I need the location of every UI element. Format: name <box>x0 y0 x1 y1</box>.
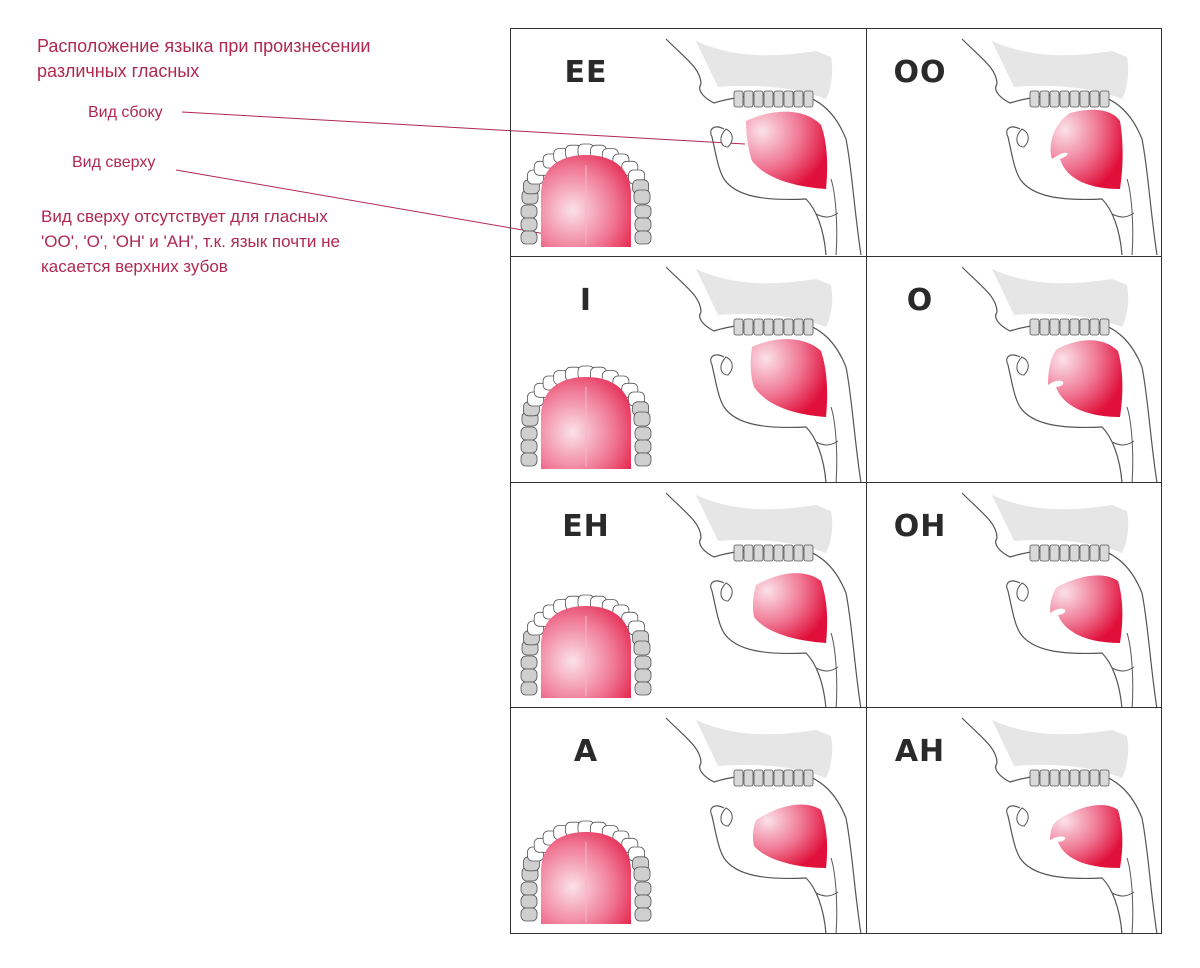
note-text: Вид сверху отсутствует для гласных 'OO',… <box>41 207 340 276</box>
top-view-illustration <box>520 594 652 698</box>
vowel-cell-ah: AH <box>867 708 1162 933</box>
vowel-cell-a: A <box>511 708 867 933</box>
side-view-illustration <box>665 717 862 933</box>
top-view-label: Вид сверху <box>72 154 156 171</box>
vowel-label: A <box>573 734 599 769</box>
side-view-illustration <box>665 38 862 255</box>
vowel-label: EE <box>564 55 608 90</box>
side-view-illustration <box>961 492 1158 707</box>
vowel-label: OH <box>893 509 947 544</box>
vowel-label: EH <box>562 509 610 544</box>
side-view-illustration <box>961 717 1158 933</box>
side-view-illustration <box>961 266 1158 482</box>
side-view-illustration <box>961 38 1158 255</box>
vowel-label: AH <box>894 734 946 769</box>
vowel-label: OO <box>893 55 947 90</box>
side-view-illustration <box>665 492 862 707</box>
diagram-title: Расположение языка при произнесении разл… <box>37 36 371 81</box>
vowel-label: O <box>906 283 934 318</box>
top-view-illustration <box>520 365 652 469</box>
vowel-cell-oo: OO <box>867 29 1162 257</box>
vowel-cell-oh: OH <box>867 483 1162 708</box>
vowel-cell-i: I <box>511 257 867 483</box>
side-view-illustration <box>665 266 862 482</box>
vowel-cell-ee: EE <box>511 29 867 257</box>
side-view-label: Вид сбоку <box>88 104 163 121</box>
vowel-label: I <box>579 283 593 318</box>
top-view-illustration <box>520 820 652 924</box>
vowel-cell-eh: EH <box>511 483 867 708</box>
vowel-grid: EE OO I O EH OH A AH <box>510 28 1162 934</box>
vowel-cell-o: O <box>867 257 1162 483</box>
top-view-illustration <box>520 143 652 247</box>
